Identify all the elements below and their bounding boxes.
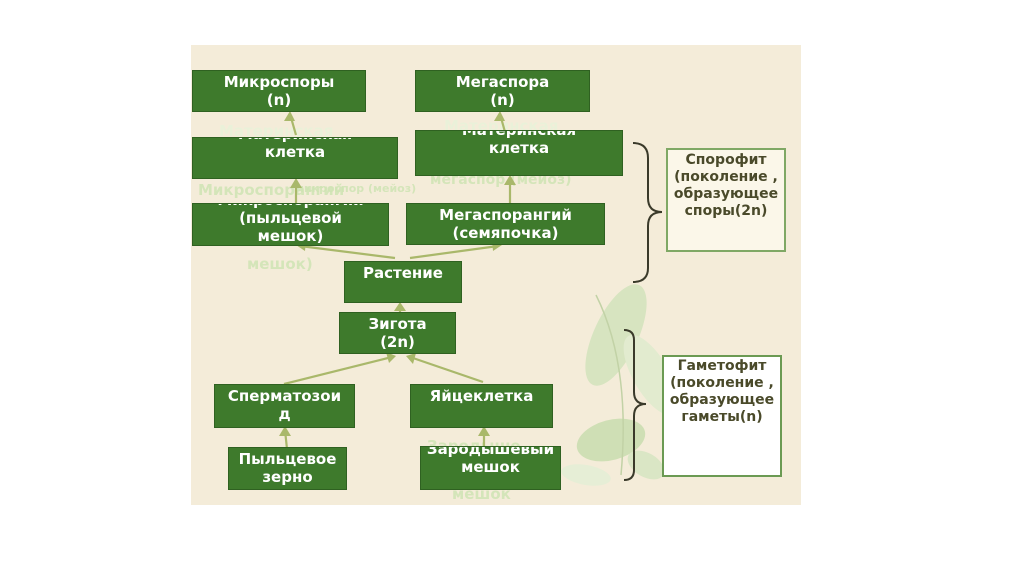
gametophyte-label: Гаметофит (поколение , образующее гаметы… xyxy=(662,355,782,477)
box-zygote-label: Зигота (2n) xyxy=(368,315,427,351)
box-mother-cell-right-label: Материнская клетка xyxy=(461,130,577,157)
ghost-micro-meiosis: микроспор (мейоз) xyxy=(295,182,417,195)
box-pollen-grain-label: Пыльцевое зерно xyxy=(238,450,337,486)
ghost-mother-left: Материнская xyxy=(219,122,334,140)
box-megaspore-label: Мегаспора (n) xyxy=(455,73,550,109)
box-sperm-label: Сперматозоид xyxy=(227,387,342,423)
box-megasporangium: Мегаспорангий (семяпочка) xyxy=(406,203,605,245)
box-microspores: Микроспоры (n) xyxy=(192,70,366,112)
box-microspores-label: Микроспоры (n) xyxy=(223,73,335,109)
box-embryo-sac-label: Зародышевый мешок xyxy=(426,446,555,476)
ghost-micro-overlay: Микроспорангий xyxy=(198,181,345,199)
sporophyte-label: Спорофит (поколение , образующее споры(2… xyxy=(666,148,786,252)
box-sperm: Сперматозоид xyxy=(214,384,355,428)
box-pollen-grain: Пыльцевое зерно xyxy=(228,447,347,490)
box-microsporangium: Микроспорангий (пыльцевой мешок) xyxy=(192,203,389,246)
box-embryo-sac: Зародышевый мешок xyxy=(420,446,561,490)
box-plant: Растение xyxy=(344,261,462,303)
ghost-mega-overlay: мегаспор (мейоз) xyxy=(430,172,572,188)
box-egg: Яйцеклетка xyxy=(410,384,553,428)
box-mother-cell-left-label: Материнская клетка xyxy=(238,138,352,161)
box-mother-cell-right: Материнская клетка xyxy=(415,130,623,176)
box-plant-label: Растение xyxy=(363,264,443,282)
box-mother-cell-left: Материнская клетка xyxy=(192,137,398,179)
box-zygote: Зигота (2n) xyxy=(339,312,456,354)
ghost-micro-bottom: мешок) xyxy=(247,255,313,273)
box-megasporangium-label: Мегаспорангий (семяпочка) xyxy=(439,206,572,242)
box-microsporangium-label: Микроспорангий (пыльцевой мешок) xyxy=(217,204,363,245)
box-megaspore: Мегаспора (n) xyxy=(415,70,590,112)
box-egg-label: Яйцеклетка xyxy=(429,387,534,405)
